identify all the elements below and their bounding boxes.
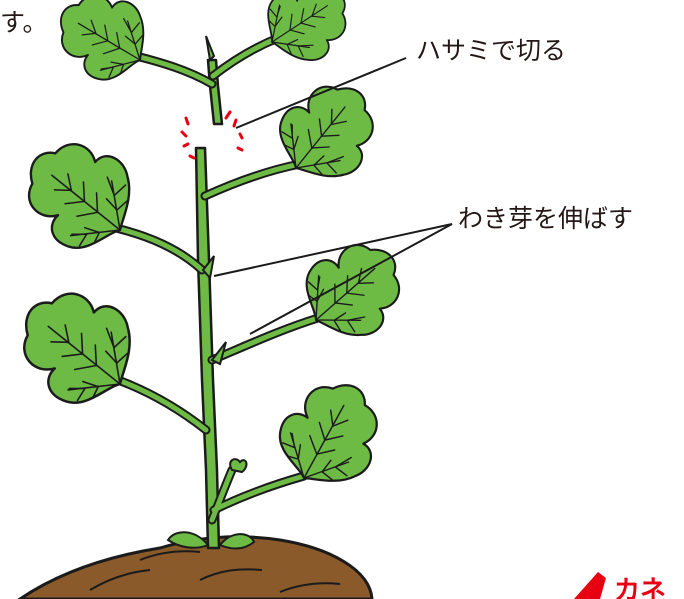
leaf-middle-left	[3, 118, 155, 268]
cotyledon-right	[218, 533, 256, 550]
svg-text:カネ: カネ	[614, 576, 666, 599]
leaf-upper-right	[262, 63, 397, 200]
top-left-text-fragment: す。	[0, 8, 48, 37]
cut-label: ハサミで切る	[416, 36, 567, 65]
soil-mound	[17, 535, 374, 599]
leaf-middle-right	[287, 222, 423, 357]
main-stem	[194, 146, 221, 550]
leaf-top-left	[41, 0, 164, 95]
brand-logo: カネ	[574, 572, 666, 599]
side-shoot-label: わき芽を伸ばす	[458, 204, 634, 233]
lower-bud	[229, 458, 248, 474]
leaf-lower-left	[0, 266, 157, 424]
leader-lines	[213, 57, 453, 335]
terminal-bud	[205, 35, 216, 63]
side-shoot-bud-2	[210, 341, 227, 366]
side-shoot-bud-1	[201, 255, 215, 281]
cut-marks	[180, 110, 244, 160]
cotyledon-left	[166, 531, 210, 549]
soil-cracks	[89, 550, 341, 593]
